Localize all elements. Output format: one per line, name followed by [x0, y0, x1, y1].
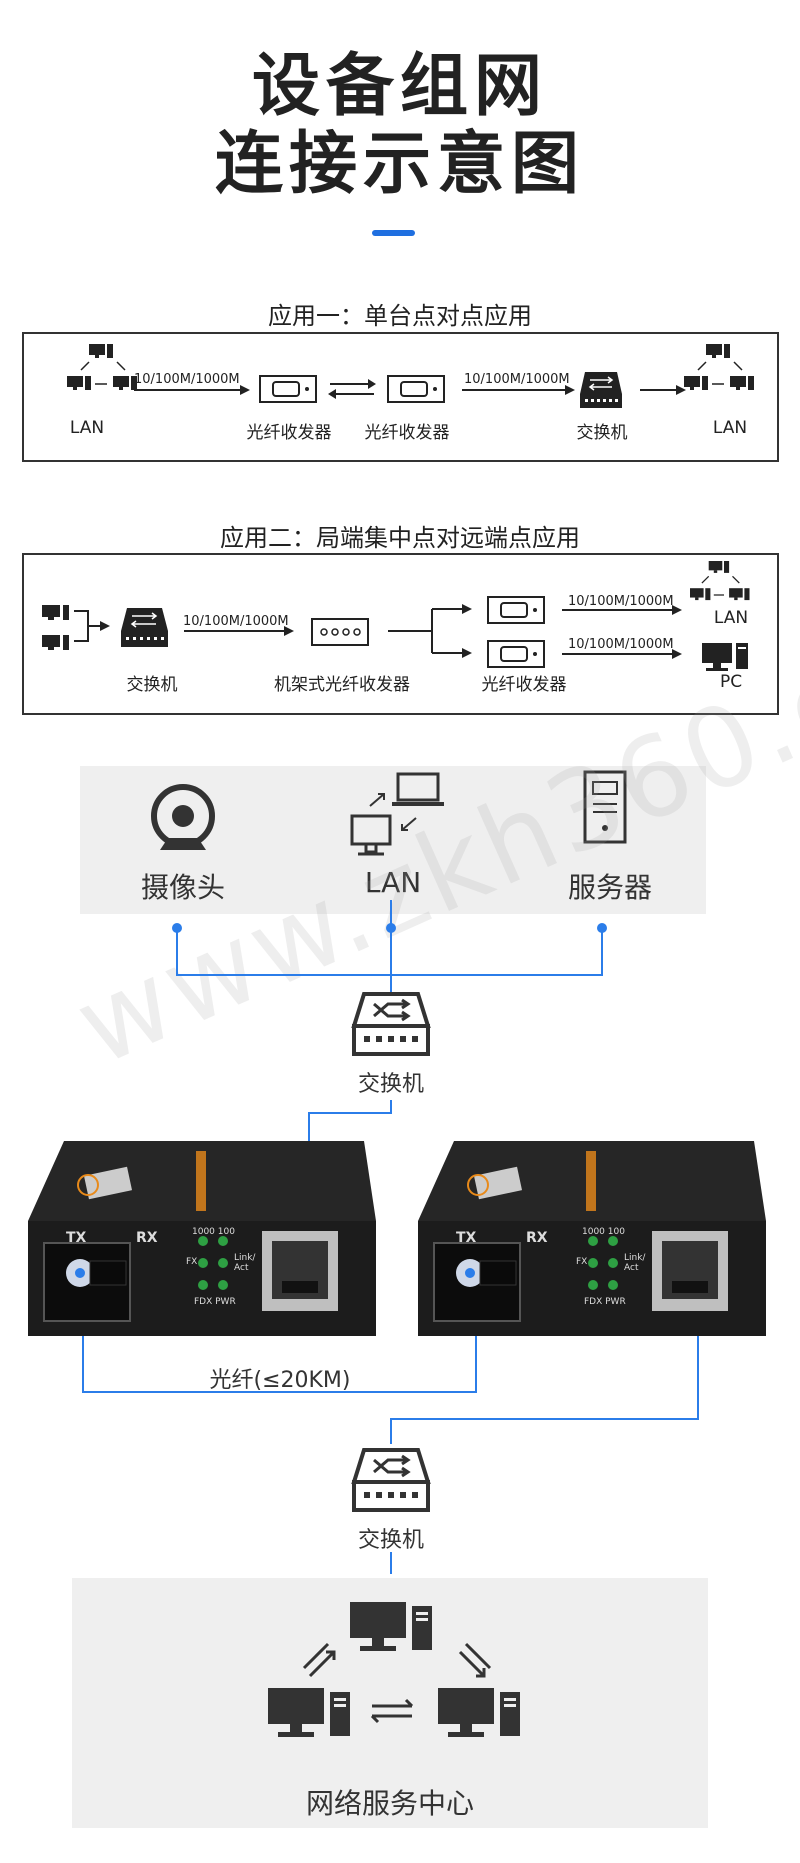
device-1-act: Act: [234, 1263, 249, 1273]
accent-bar: [372, 230, 412, 236]
device-1-rx: RX: [136, 1230, 158, 1246]
app1-diagram: [67, 344, 754, 408]
server-icon: [583, 770, 627, 844]
device-2-tx: TX: [456, 1230, 477, 1246]
device-2-led-top: 1000 100: [582, 1227, 625, 1237]
device-1-link: Link/: [234, 1253, 256, 1263]
transceiver-device-1: TX RX 1000 100 FX Link/ Act FDX PWR: [28, 1141, 376, 1336]
device-2-rx: RX: [526, 1230, 548, 1246]
camera-icon: [151, 784, 215, 850]
device-2-fx: FX: [576, 1257, 588, 1267]
switch-top-icon: [351, 992, 431, 1056]
device-2-fdx-pwr: FDX PWR: [584, 1297, 626, 1307]
transceiver-top-icon: [487, 596, 545, 624]
transceiver-1-icon: [259, 375, 317, 403]
app1-speed-2: 10/100M/1000M: [464, 372, 570, 387]
rack-transceiver-icon: [311, 618, 369, 646]
transceiver-bottom-icon: [487, 640, 545, 668]
switch-top-label: 交换机: [357, 1072, 424, 1097]
device-1-fx: FX: [186, 1257, 198, 1267]
app2-switch: 交换机: [126, 675, 178, 695]
app2-title: 应用二：局端集中点对远端点应用: [220, 524, 580, 552]
app1-title: 应用一：单台点对点应用: [268, 302, 532, 330]
switch-icon-small: [580, 372, 622, 408]
app1-lan-right: LAN: [712, 418, 748, 438]
device-2-link: Link/: [624, 1253, 646, 1263]
lan-cluster-app2-icon: [690, 561, 750, 601]
device-2-act: Act: [624, 1263, 639, 1273]
network-center-label: 网络服务中心: [305, 1787, 474, 1820]
fiber-label: 光纤(≤20KM): [209, 1368, 351, 1393]
app1-lan-left: LAN: [69, 418, 105, 438]
switch-bottom-icon: [351, 1448, 431, 1512]
lan-devices-icon: [350, 772, 444, 856]
app1-transceiver-1: 光纤收发器: [246, 423, 332, 443]
lan-cluster-right-icon: [684, 344, 754, 390]
app2-lan: LAN: [713, 608, 749, 628]
switch-icon-app2: [121, 608, 168, 647]
camera-label: 摄像头: [140, 871, 225, 904]
title-line-1: 设备组网: [251, 47, 548, 126]
app1-speed-1: 10/100M/1000M: [134, 372, 240, 387]
switch-bottom-label: 交换机: [357, 1528, 424, 1553]
transceiver-2-icon: [387, 375, 445, 403]
accent-dot: [405, 230, 415, 236]
top-panel-icons: [151, 770, 627, 856]
app2-transceiver: 光纤收发器: [481, 675, 567, 695]
transceiver-device-2: TX RX 1000 100 FX Link/ Act FDX PWR: [418, 1141, 766, 1336]
app1-switch: 交换机: [576, 423, 628, 443]
device-1-led-top: 1000 100: [192, 1227, 235, 1237]
app2-speed-top: 10/100M/1000M: [568, 594, 674, 609]
app2-pc: PC: [719, 672, 743, 692]
title-line-2: 连接示意图: [214, 125, 585, 204]
computers-left-icon: [42, 605, 69, 650]
lan-cluster-left-icon: [67, 344, 137, 390]
app1-transceiver-2: 光纤收发器: [364, 423, 450, 443]
device-1-fdx-pwr: FDX PWR: [194, 1297, 236, 1307]
server-label: 服务器: [567, 871, 652, 904]
pc-icon: [702, 643, 748, 671]
device-1-tx: TX: [66, 1230, 87, 1246]
lan-label: LAN: [364, 866, 422, 899]
bidirectional-arrow-icon: [328, 379, 376, 399]
app2-speed-1: 10/100M/1000M: [183, 614, 289, 629]
app2-speed-bottom: 10/100M/1000M: [568, 637, 674, 652]
network-center-icon: [268, 1602, 520, 1737]
app2-diagram: [42, 561, 750, 671]
app2-rack: 机架式光纤收发器: [274, 675, 410, 695]
